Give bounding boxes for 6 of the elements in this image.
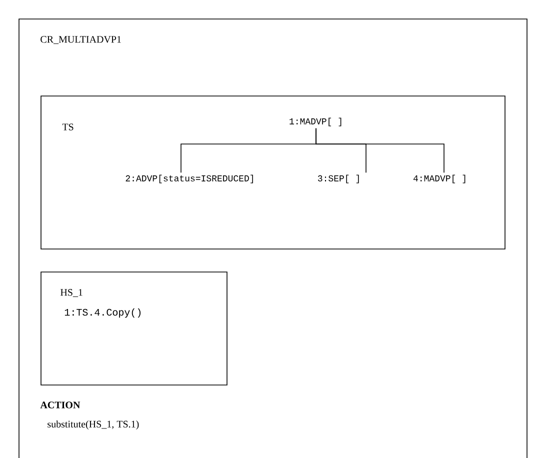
tree-label: 4:MADVP[ ] <box>413 174 466 184</box>
tree-label: 2:ADVP[status=ISREDUCED] <box>126 174 253 184</box>
tree-label: 1:MADVP[ ] <box>290 118 342 126</box>
box: HS_1 1:TS.4.Copy() <box>40 272 228 386</box>
tree-label: 3:SEP[ ] <box>318 174 359 184</box>
tree-line <box>316 128 444 174</box>
